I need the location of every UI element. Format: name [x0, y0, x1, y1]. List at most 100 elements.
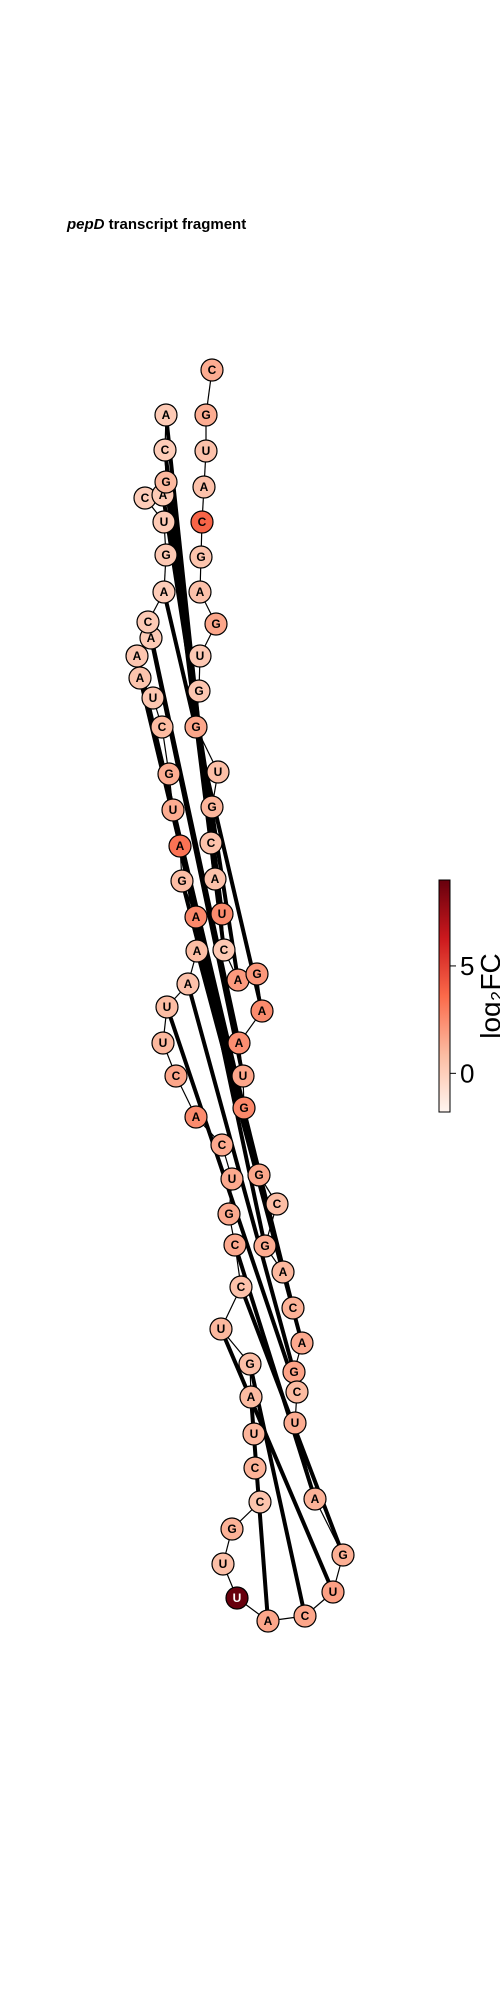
- nucleotide: C: [190, 510, 214, 534]
- nucleotide-circle: [199, 831, 223, 855]
- nucleotide-circle: [188, 644, 212, 668]
- nucleotide-circle: [200, 795, 224, 819]
- nucleotide-circle: [210, 1133, 234, 1157]
- nucleotide-circle: [161, 798, 185, 822]
- nucleotide-circle: [154, 543, 178, 567]
- nucleotide: A: [192, 475, 216, 499]
- nucleotide-base-label: G: [161, 475, 170, 489]
- nucleotide-circle: [239, 1385, 263, 1409]
- nucleotide: G: [170, 869, 194, 893]
- nucleotide-base-label: G: [338, 1548, 347, 1562]
- nucleotide-base-label: G: [201, 408, 210, 422]
- nucleotide-base-label: C: [208, 363, 217, 377]
- nucleotide: C: [212, 938, 236, 962]
- nucleotide-base-label: C: [198, 515, 207, 529]
- nucleotide-base-label: G: [211, 617, 220, 631]
- nucleotide-circle: [184, 1105, 208, 1129]
- nucleotide-base-label: C: [251, 1461, 260, 1475]
- nucleotide-circle: [217, 1202, 241, 1226]
- nucleotide-base-label: G: [289, 1365, 298, 1379]
- nucleotide-circle: [153, 438, 177, 462]
- nucleotide-circle: [293, 1604, 317, 1628]
- nucleotide-circle: [136, 610, 160, 634]
- nucleotide-circle: [229, 1275, 253, 1299]
- nucleotide: U: [141, 686, 165, 710]
- nucleotide-base-label: U: [159, 1036, 168, 1050]
- colorbar-label: log₂FC: [475, 953, 500, 1039]
- nucleotide-circle: [125, 644, 149, 668]
- nucleotide-base-label: A: [147, 631, 156, 645]
- nucleotide: U: [194, 439, 218, 463]
- nucleotide: G: [238, 1352, 262, 1376]
- nucleotide-base-label: G: [196, 550, 205, 564]
- nucleotide-circle: [290, 1331, 314, 1355]
- nucleotide: A: [185, 939, 209, 963]
- nucleotide: U: [155, 995, 179, 1019]
- nucleotide: C: [229, 1275, 253, 1299]
- nucleotide-circle: [194, 439, 218, 463]
- nucleotide-base-label: A: [193, 944, 202, 958]
- colorbar: 05 log₂FC: [438, 879, 500, 1113]
- nucleotide-base-label: C: [301, 1609, 310, 1623]
- nucleotide-base-label: G: [245, 1357, 254, 1371]
- nucleotide-base-label: C: [141, 491, 150, 505]
- nucleotide-circle: [187, 679, 211, 703]
- nucleotide-base-label: G: [177, 874, 186, 888]
- base-pair-bond: [219, 1328, 335, 1593]
- nucleotide-circle: [212, 938, 236, 962]
- nucleotide: A: [184, 905, 208, 929]
- nucleotide-circle: [243, 1456, 267, 1480]
- nucleotide-circle: [283, 1411, 307, 1435]
- nucleotide-base-label: C: [218, 1138, 227, 1152]
- nucleotide-base-label: A: [160, 585, 169, 599]
- nucleotide-circle: [303, 1487, 327, 1511]
- nucleotide-circle: [185, 939, 209, 963]
- nucleotide-circle: [210, 902, 234, 926]
- nucleotide-base-label: A: [234, 973, 243, 987]
- nucleotide-circle: [189, 545, 213, 569]
- nucleotide-circle: [141, 686, 165, 710]
- nucleotide-base-label: U: [214, 765, 223, 779]
- nucleotide-base-label: U: [228, 1172, 237, 1186]
- nucleotide-base-label: G: [252, 967, 261, 981]
- nucleotide-base-label: U: [202, 444, 211, 458]
- nucleotide-base-label: A: [133, 649, 142, 663]
- nucleotide: C: [136, 610, 160, 634]
- nucleotide-base-label: G: [164, 767, 173, 781]
- nucleotide-circle: [188, 580, 212, 604]
- nucleotide-circle: [248, 1490, 272, 1514]
- nucleotide-circle: [220, 1167, 244, 1191]
- nucleotide-base-label: A: [298, 1336, 307, 1350]
- nucleotide-circle: [211, 1552, 235, 1576]
- nucleotide-circle: [150, 715, 174, 739]
- gene-name: pepD: [67, 216, 105, 233]
- nucleotide: C: [199, 831, 223, 855]
- nucleotide-base-label: C: [293, 1385, 302, 1399]
- nucleotide: C: [293, 1604, 317, 1628]
- nucleotide: G: [157, 762, 181, 786]
- nucleotide-circle: [256, 1609, 280, 1633]
- nucleotide-circle: [206, 760, 230, 784]
- nucleotide: A: [250, 999, 274, 1023]
- nucleotide: C: [153, 438, 177, 462]
- nucleotide-base-label: C: [144, 615, 153, 629]
- nucleotide-circle: [203, 867, 227, 891]
- nucleotide-base-label: G: [191, 720, 200, 734]
- nucleotide: A: [303, 1487, 327, 1511]
- nucleotide: A: [290, 1331, 314, 1355]
- nucleotide-base-label: U: [196, 649, 205, 663]
- base-pair-bond: [248, 1363, 307, 1617]
- nucleotide-circle: [157, 762, 181, 786]
- colorbar-tick-label: 5: [460, 951, 474, 981]
- nucleotide: G: [187, 679, 211, 703]
- nucleotide-circle: [281, 1296, 305, 1320]
- nucleotide: A: [184, 1105, 208, 1129]
- nucleotide-base-label: C: [220, 943, 229, 957]
- nucleotide-circle: [225, 1586, 249, 1610]
- nucleotide: G: [253, 1234, 277, 1258]
- nucleotide: G: [331, 1543, 355, 1567]
- figure-title: pepD transcript fragment: [67, 216, 246, 233]
- nucleotide-base-label: C: [207, 836, 216, 850]
- nucleotide-circle: [155, 995, 179, 1019]
